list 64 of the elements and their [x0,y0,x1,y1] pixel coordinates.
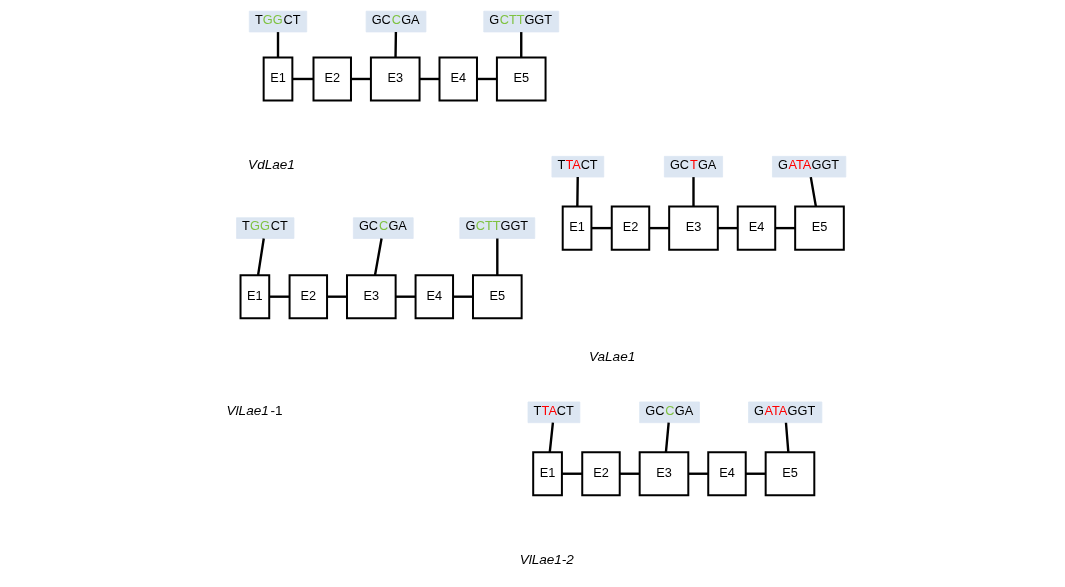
node-box: E1 [561,205,592,251]
connector [350,77,371,81]
connector [495,238,498,275]
connector [575,177,579,207]
connector [326,295,347,298]
node-box: GCCGA [352,217,414,239]
node-box: E5 [495,56,547,102]
node-box: TGGCT [248,10,307,33]
node-box: E5 [764,451,815,497]
node-box: GCTTGGT [458,217,535,239]
connector [774,226,795,230]
label: VdLae1 [247,157,295,173]
node-box: GCCGA [638,401,700,424]
connector [291,77,313,81]
connector [784,422,790,453]
node-box: GCCGA [365,10,426,33]
node-box: E3 [667,205,719,251]
connector [519,32,522,58]
node-box: TGGCT [235,217,294,239]
connector [256,238,265,276]
connector [717,226,737,230]
connector [548,422,554,453]
node-box: E5 [793,205,845,251]
label: VaLae1 [588,348,635,364]
label: VlLae1-2 [519,551,574,567]
connector [664,422,670,453]
connector [395,295,415,298]
connector [373,238,383,276]
connector [691,177,695,207]
node-box: E1 [262,56,293,102]
node-box: TTACT [551,155,604,178]
connector [276,32,279,58]
node-box: E4 [438,56,478,102]
node-box: E2 [610,205,650,251]
node-box: TTACT [527,401,580,424]
node-box: E4 [414,274,454,320]
node-box: E3 [369,56,421,102]
node-box: E2 [580,451,621,497]
connector [419,77,439,81]
node-box: E2 [312,56,352,102]
connector [648,226,669,230]
node-box: E3 [638,451,689,497]
node-box: E4 [736,205,776,251]
connector [561,472,582,475]
node-box: GATAGGT [771,155,846,178]
node-box: E1 [239,274,270,320]
node-box: E4 [706,451,747,497]
connector [687,472,708,475]
connector [619,472,640,475]
connector [393,32,397,58]
connector [809,176,817,207]
node-box: E5 [471,274,523,320]
connector [268,295,289,298]
node-box: GCTTGGT [482,10,559,33]
node-box: E2 [288,274,328,320]
connector [590,226,612,230]
label: VlLae1-1 [226,402,282,418]
node-box: GCTGA [663,155,723,178]
node-box: E3 [345,274,397,320]
connector [476,77,497,81]
connector [452,295,473,298]
node-box: GATAGGT [747,401,822,424]
node-box: E1 [531,451,563,497]
connector [745,472,766,475]
